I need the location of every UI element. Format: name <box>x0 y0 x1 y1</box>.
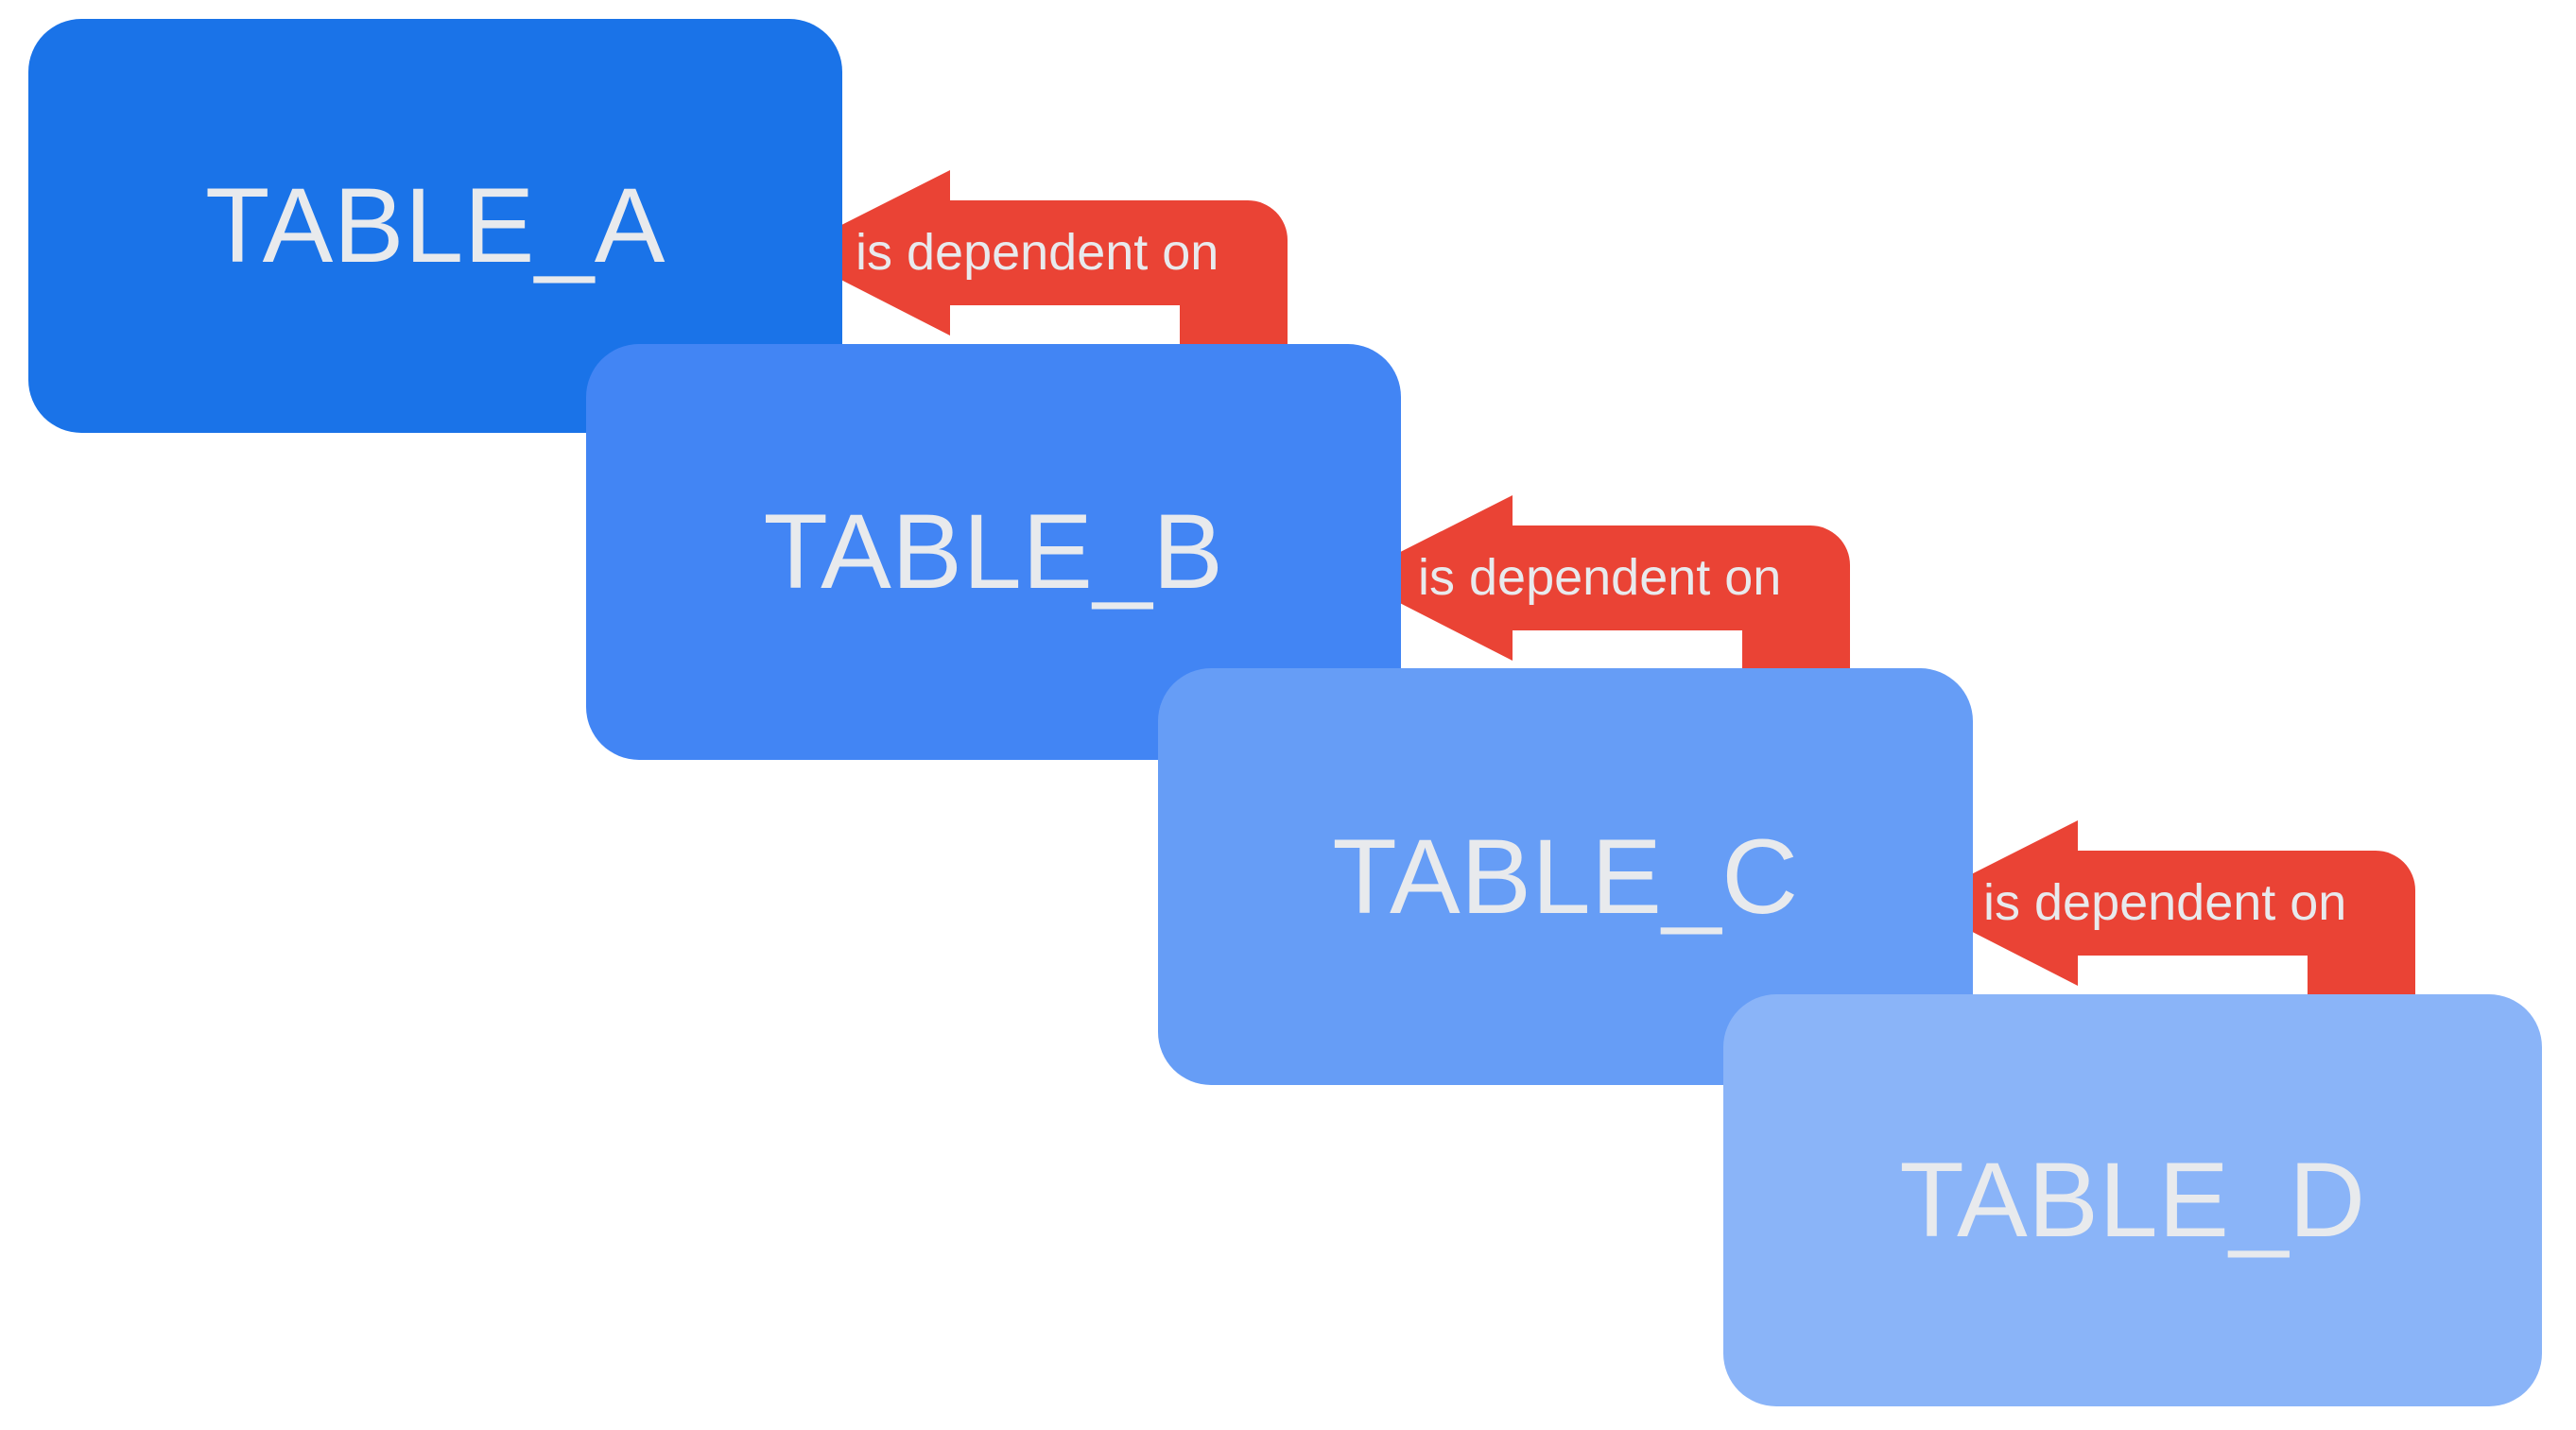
edge-label-b-c: is dependent on <box>1418 549 1782 606</box>
edge-label-a-b: is dependent on <box>856 224 1219 281</box>
node-label-table-d: TABLE_D <box>1899 1141 2366 1259</box>
node-table-d[interactable]: TABLE_D <box>1723 994 2542 1406</box>
node-table-a[interactable]: TABLE_A <box>28 19 842 433</box>
node-label-table-c: TABLE_C <box>1332 817 1799 936</box>
node-label-table-a: TABLE_A <box>205 166 666 284</box>
edge-label-c-d: is dependent on <box>1983 874 2347 931</box>
node-label-table-b: TABLE_B <box>763 492 1224 611</box>
